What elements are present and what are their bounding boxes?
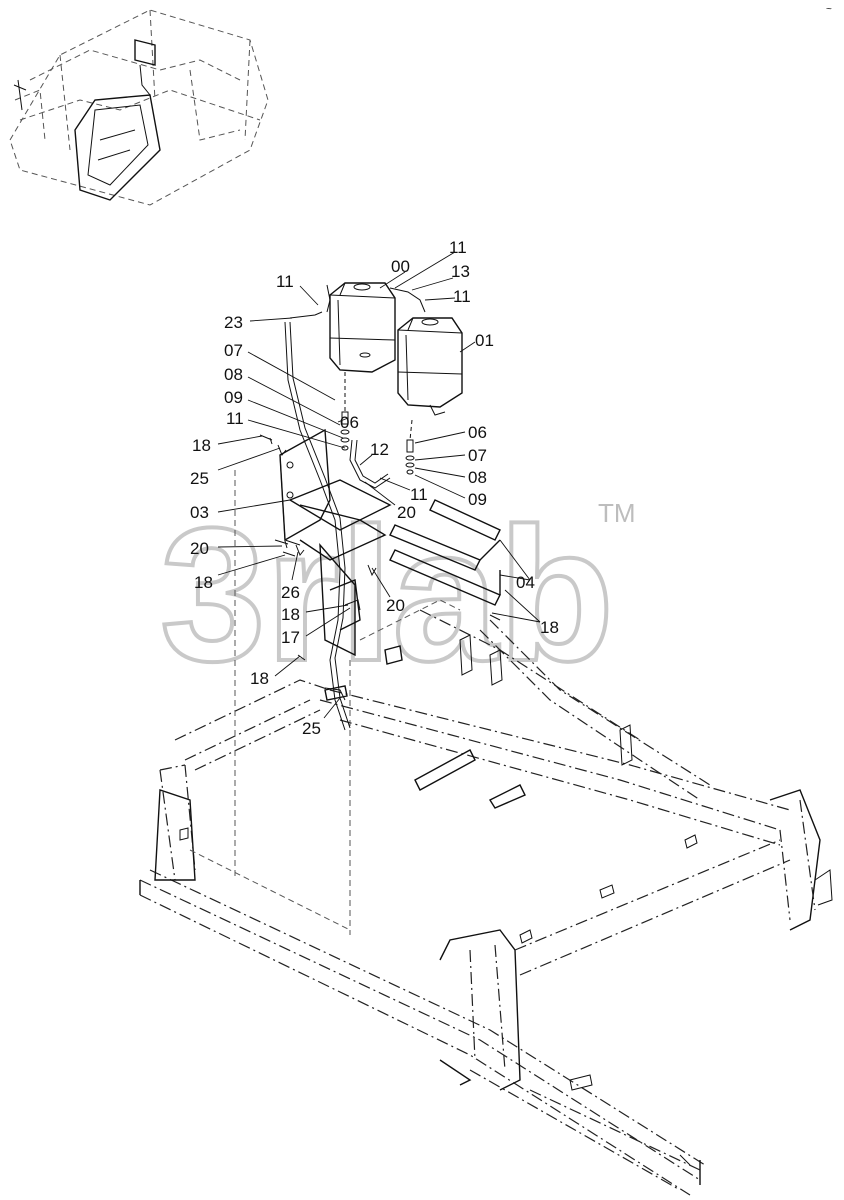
corner-mark: ~: [826, 4, 832, 15]
callout-04: 04: [516, 573, 535, 592]
callout-11-a: 11: [276, 272, 294, 291]
callout-13: 13: [451, 262, 470, 281]
callout-06-left: 06: [340, 413, 359, 432]
callout-25-b: 25: [302, 719, 321, 738]
callout-00: 00: [391, 257, 410, 276]
callout-09-left: 09: [224, 388, 243, 407]
fastener-stack-left: [340, 372, 350, 451]
callout-11-b: 11: [449, 238, 467, 257]
callout-23: 23: [224, 313, 243, 332]
fastener-stack-right: [405, 419, 415, 475]
callout-25-a: 25: [190, 469, 209, 488]
watermark: 3rlab TM: [158, 487, 636, 703]
callout-07-right: 07: [468, 446, 487, 465]
callout-labels: 00 01 03 04 06 06 07 07 08 08 09 09 11 1…: [190, 238, 559, 738]
electrical-box-01: [397, 317, 463, 416]
callout-18-a: 18: [192, 436, 211, 455]
callout-03: 03: [190, 503, 209, 522]
callout-12: 12: [370, 440, 389, 459]
callout-26: 26: [281, 583, 300, 602]
hidden-lines: [189, 470, 461, 935]
inset-overview-diagram: [9, 9, 269, 206]
watermark-trademark: TM: [598, 498, 636, 528]
callout-18-b: 18: [194, 573, 213, 592]
callout-17: 17: [281, 628, 300, 647]
callout-20-b: 20: [397, 503, 416, 522]
callout-08-right: 08: [468, 468, 487, 487]
callout-11-c: 11: [453, 287, 471, 306]
callout-18-c: 18: [281, 605, 300, 624]
callout-11-d: 11: [226, 409, 244, 428]
electrical-box-00: [329, 282, 396, 373]
callout-09-right: 09: [468, 490, 487, 509]
watermark-text: 3rlab: [160, 489, 614, 701]
callout-07-left: 07: [224, 341, 243, 360]
wiring-harness: [284, 284, 426, 731]
support-bars: [389, 499, 501, 606]
callout-01: 01: [475, 331, 494, 350]
callout-18-e: 18: [250, 669, 269, 688]
callout-18-d: 18: [540, 618, 559, 637]
callout-06-right: 06: [468, 423, 487, 442]
cab-frame-structure: [139, 609, 833, 1196]
leader-lines: [217, 251, 541, 719]
callout-20-c: 20: [386, 596, 405, 615]
callout-11-e: 11: [410, 485, 428, 504]
callout-20-a: 20: [190, 539, 209, 558]
bolts: [259, 434, 501, 701]
callout-08-left: 08: [224, 365, 243, 384]
